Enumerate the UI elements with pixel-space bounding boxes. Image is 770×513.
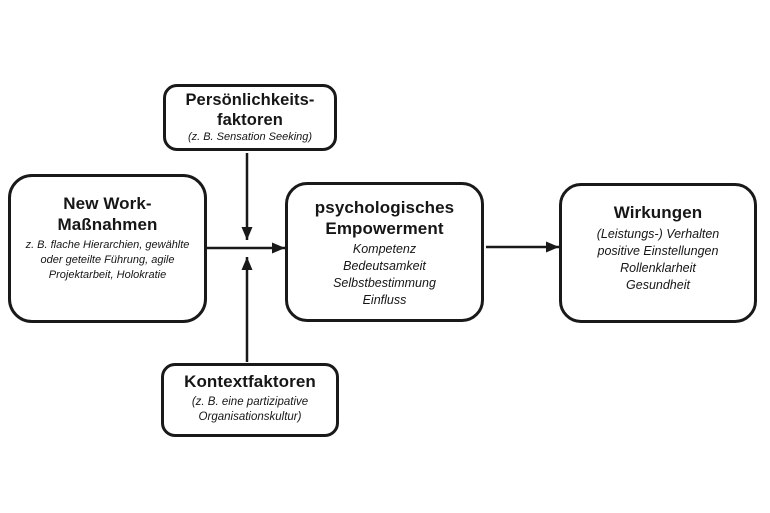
effects-item: positive Einstellungen — [597, 243, 719, 258]
box-new-work-measures: New Work- Maßnahmen z. B. flache Hierarc… — [8, 174, 207, 323]
empowerment-dimension: Einfluss — [362, 293, 407, 308]
box-personality-factors: Persönlichkeits- faktoren (z. B. Sensati… — [163, 84, 337, 151]
empowerment-dimension-list: Kompetenz Bedeutsamkeit Selbstbestimmung… — [333, 241, 436, 309]
box-context-factors: Kontextfaktoren (z. B. eine partizipativ… — [161, 363, 339, 437]
empowerment-dimension: Kompetenz — [352, 242, 417, 257]
new-work-title: New Work- Maßnahmen — [57, 194, 158, 234]
box-psychological-empowerment: psychologisches Empowerment Kompetenz Be… — [285, 182, 484, 322]
effects-item: Gesundheit — [626, 277, 690, 292]
effects-title: Wirkungen — [613, 203, 703, 222]
personality-factors-example: (z. B. Sensation Seeking) — [187, 131, 313, 144]
context-factors-title: Kontextfaktoren — [184, 372, 316, 391]
new-work-examples: z. B. flache Hierarchien, gewählte oder … — [25, 239, 190, 281]
effects-item: (Leistungs-) Verhalten — [596, 226, 720, 241]
personality-factors-title: Persönlichkeits- faktoren — [185, 91, 315, 130]
effects-item: Rollenklarheit — [620, 260, 696, 275]
empowerment-dimension: Selbstbestimmung — [333, 276, 436, 291]
effects-list: (Leistungs-) Verhalten positive Einstell… — [597, 226, 720, 294]
empowerment-dimension: Bedeutsamkeit — [343, 259, 426, 274]
box-effects: Wirkungen (Leistungs-) Verhalten positiv… — [559, 183, 757, 323]
context-factors-example: (z. B. eine partizipative Organisationsk… — [191, 395, 309, 423]
empowerment-title: psychologisches Empowerment — [314, 198, 455, 238]
